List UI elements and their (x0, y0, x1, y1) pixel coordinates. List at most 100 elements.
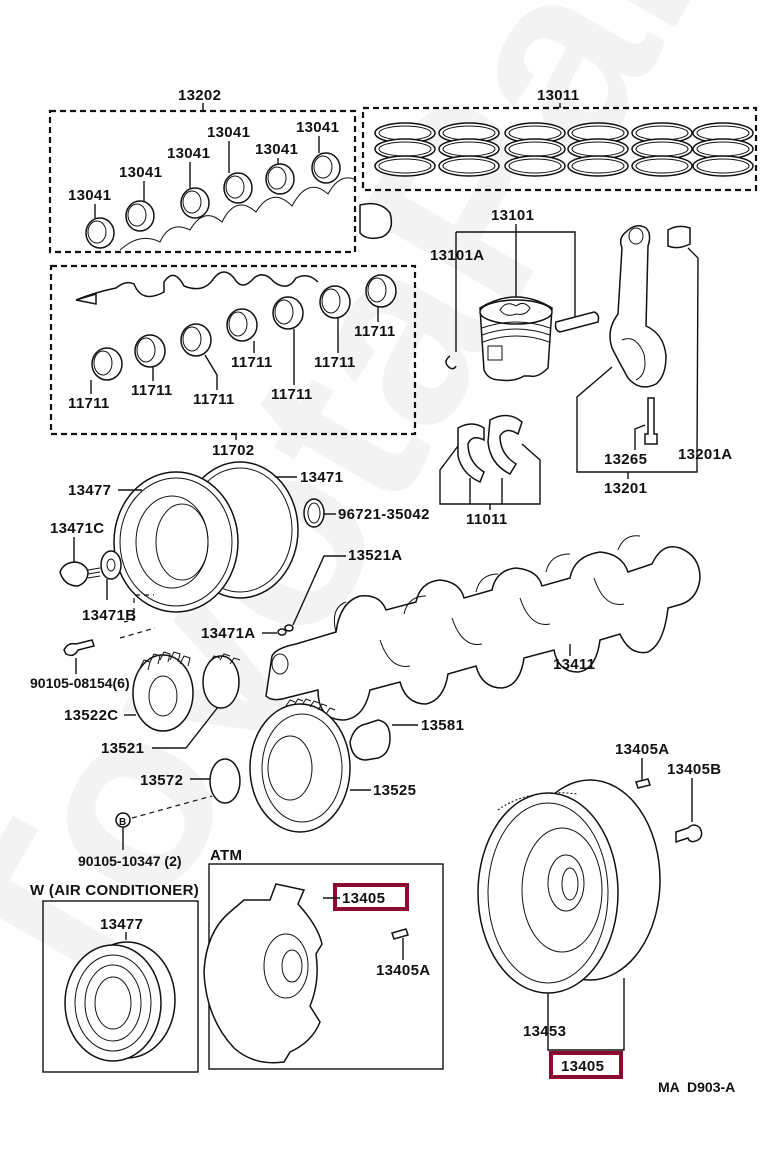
thrust-washer-11011[interactable] (487, 414, 523, 475)
label-13411[interactable]: 13411 (553, 656, 595, 673)
label-13477[interactable]: 13477 (68, 482, 111, 499)
label-11711[interactable]: 11711 (314, 354, 356, 371)
timing-gear-13521[interactable] (202, 655, 240, 709)
group-label-11702[interactable]: 11702 (212, 442, 254, 459)
piston-ring-set: 13011 (361, 87, 758, 192)
label-13041[interactable]: 13041 (119, 164, 162, 181)
crank-nose (359, 202, 393, 240)
label-13041[interactable]: 13041 (255, 141, 298, 158)
piston-ring-stack[interactable] (374, 122, 436, 177)
piston-ring-stack[interactable] (504, 122, 566, 177)
bearing-shell-13041[interactable] (85, 152, 341, 249)
label-13572[interactable]: 13572 (140, 772, 183, 789)
pin-13405A-atm[interactable] (391, 928, 409, 940)
bearing-shell-11711[interactable] (91, 274, 397, 381)
label-11711[interactable]: 11711 (354, 323, 396, 340)
label-13471A[interactable]: 13471A (201, 625, 255, 642)
label-13471[interactable]: 13471 (300, 469, 343, 486)
section-title-atm: ATM (210, 847, 242, 864)
highlight-box-13405-flywheel (549, 1051, 623, 1079)
label-13522C[interactable]: 13522C (64, 707, 118, 724)
air-conditioner-section: W (AIR CONDITIONER) 13477 (30, 882, 199, 1073)
bolt-90105-08154[interactable] (63, 639, 95, 657)
label-13041[interactable]: 13041 (68, 187, 111, 204)
diagram-code: MA D903-A (658, 1079, 735, 1095)
label-90105-10347[interactable]: 90105-10347 (2) (78, 853, 182, 869)
label-11711[interactable]: 11711 (68, 395, 110, 412)
label-96721-35042[interactable]: 96721-35042 (338, 506, 430, 523)
label-13041[interactable]: 13041 (207, 124, 250, 141)
label-13525[interactable]: 13525 (373, 782, 416, 799)
label-13041[interactable]: 13041 (296, 119, 339, 136)
piston-ring-stack[interactable] (692, 122, 754, 177)
label-13405A[interactable]: 13405A (615, 741, 669, 758)
group-label-13101[interactable]: 13101 (491, 207, 534, 224)
label-13453[interactable]: 13453 (523, 1023, 566, 1040)
piston-ring-stack[interactable] (438, 122, 500, 177)
piston-ring-stack[interactable] (567, 122, 629, 177)
label-13101A[interactable]: 13101A (430, 247, 484, 264)
label-11711[interactable]: 11711 (193, 391, 235, 408)
flywheel-13453[interactable] (477, 779, 661, 994)
connecting-rod-assy: 13265 13201A 13201 (576, 225, 732, 497)
thrust-washers: 11011 (439, 414, 541, 528)
crank-timing-gear-13522C[interactable] (132, 654, 194, 732)
flywheel-group: 13405A 13405B 13453 13405 (477, 741, 721, 1079)
drive-plate-13405-atm[interactable] (203, 883, 323, 1064)
key-13521A[interactable] (284, 624, 294, 632)
crank-pulley-group: 13477 13471 96721-35042 13471C 13471B 90… (30, 461, 430, 691)
label-11711[interactable]: 11711 (231, 354, 273, 371)
label-13471B[interactable]: 13471B (82, 607, 136, 624)
ac-crank-pulley-13477[interactable] (64, 941, 176, 1062)
piston-rings-13011[interactable] (374, 122, 754, 177)
snap-ring-13101A[interactable] (445, 355, 457, 370)
label-13265[interactable]: 13265 (604, 451, 647, 468)
label-11711[interactable]: 11711 (271, 386, 313, 403)
label-11011[interactable]: 11011 (466, 511, 508, 528)
bearing-set-upper: 13202 13041 13041 13041 13041 13041 1304… (48, 87, 357, 254)
label-13581[interactable]: 13581 (421, 717, 464, 734)
thrust-washer-11011[interactable] (457, 423, 485, 484)
bolt-marker-letter: B (119, 817, 126, 828)
group-label-13011[interactable]: 13011 (537, 87, 579, 104)
rod-bolt-13265[interactable] (644, 397, 658, 445)
connecting-rod[interactable] (609, 225, 667, 388)
timing-gear-group: 13522C 13521 (64, 651, 241, 757)
piston-pin[interactable] (554, 311, 600, 333)
group-label-13201[interactable]: 13201 (604, 480, 647, 497)
label-13041[interactable]: 13041 (167, 145, 210, 162)
flywheel-bolt-13405B[interactable] (675, 824, 703, 844)
bearing-set-lower: 11711 11711 11711 11711 11711 11711 1171… (49, 264, 417, 459)
label-11711[interactable]: 11711 (131, 382, 173, 399)
piston-assy: 13101 13101A (430, 207, 600, 382)
label-13405B[interactable]: 13405B (667, 761, 721, 778)
keys: 13521A 13471A (201, 547, 402, 642)
label-13477-ac[interactable]: 13477 (100, 916, 143, 933)
piston-13101[interactable] (479, 296, 553, 382)
key-13471A[interactable] (277, 628, 287, 636)
piston-ring-stack[interactable] (631, 122, 693, 177)
label-13201A[interactable]: 13201A (678, 446, 732, 463)
camshaft-gear-13525[interactable] (249, 703, 351, 833)
label-13405A-atm[interactable]: 13405A (376, 962, 430, 979)
oil-seal-96721-35042[interactable] (303, 498, 325, 528)
label-13521[interactable]: 13521 (101, 740, 144, 757)
label-90105-08154[interactable]: 90105-08154(6) (30, 675, 130, 691)
plate-washer-13471B[interactable] (100, 550, 122, 580)
cam-gear-group: 13525 13581 13572 B 90105-10347 (2) (78, 698, 464, 869)
section-title-air-conditioner: W (AIR CONDITIONER) (30, 882, 199, 899)
crankshaft-13411[interactable] (265, 535, 701, 721)
label-13405-atm[interactable]: 13405 (342, 890, 385, 907)
rod-bushing-13201A[interactable] (667, 225, 691, 249)
pin-13405A[interactable] (635, 778, 651, 789)
crank-pulley-13477[interactable] (113, 471, 239, 613)
label-13521A[interactable]: 13521A (348, 547, 402, 564)
atm-section: ATM 13405 13405A (203, 847, 444, 1070)
label-13405-flywheel[interactable]: 13405 (561, 1058, 604, 1075)
plug-13581[interactable] (349, 719, 391, 761)
pulley-bolt-13471C[interactable] (59, 561, 89, 587)
group-label-13202[interactable]: 13202 (178, 87, 221, 104)
gear-plate-13572[interactable] (209, 758, 241, 804)
label-13471C[interactable]: 13471C (50, 520, 104, 537)
